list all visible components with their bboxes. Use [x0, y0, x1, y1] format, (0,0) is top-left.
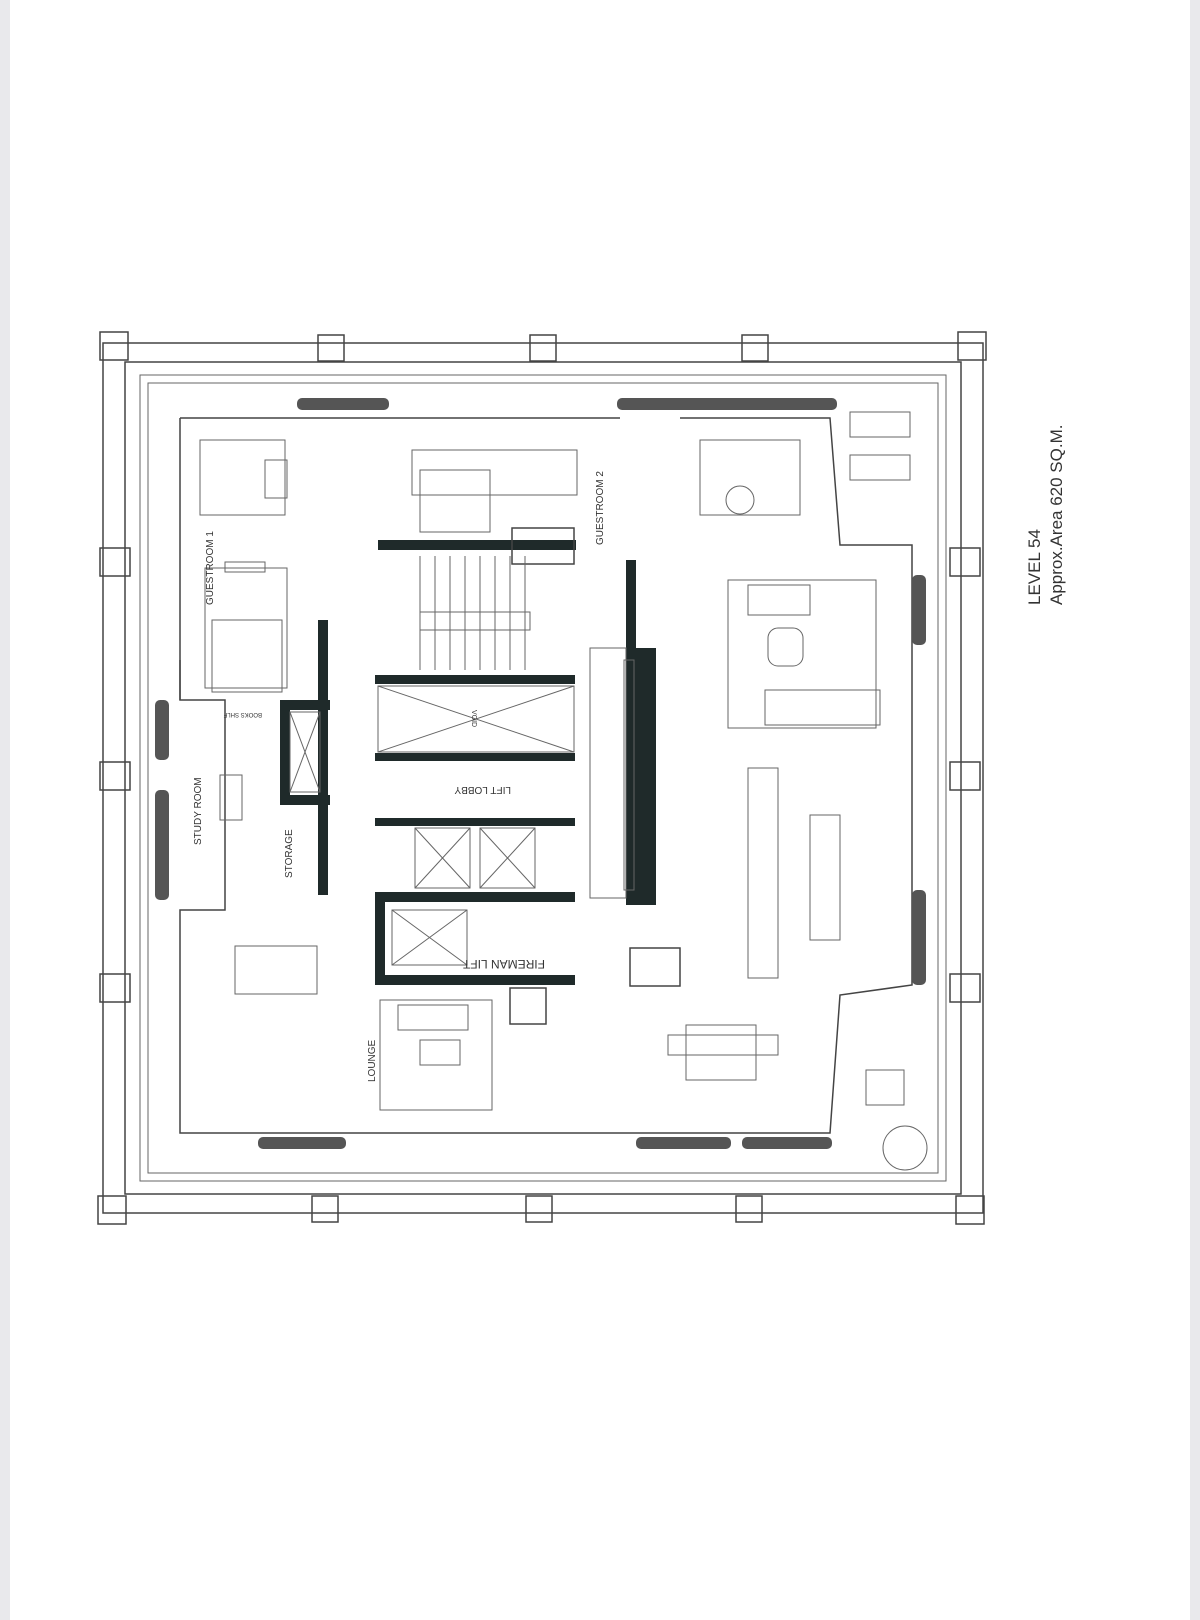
label-lounge: LOUNGE	[367, 1039, 378, 1082]
label-study-room: STUDY ROOM	[193, 777, 204, 845]
planters	[155, 398, 926, 1149]
label-guestroom-2: GUESTROOM 2	[595, 471, 606, 545]
area-label: Approx.Area 620 SQ.M.	[1047, 425, 1066, 605]
label-lift-lobby: LIFT LOBBY	[454, 784, 511, 795]
label-books-shelf: BOOKS SHLF	[223, 711, 262, 717]
page-edge-right	[1190, 0, 1200, 1620]
level-label: LEVEL 54	[1025, 529, 1044, 605]
outer-frame	[97, 331, 987, 1225]
label-guestroom-1: GUESTROOM 1	[205, 531, 216, 605]
interior-walls	[155, 398, 928, 1171]
label-void: VOID	[470, 710, 477, 727]
label-fireman-lift: FIREMAN LIFT	[462, 957, 545, 971]
label-storage: STORAGE	[284, 829, 295, 878]
page-edge-left	[0, 0, 10, 1620]
